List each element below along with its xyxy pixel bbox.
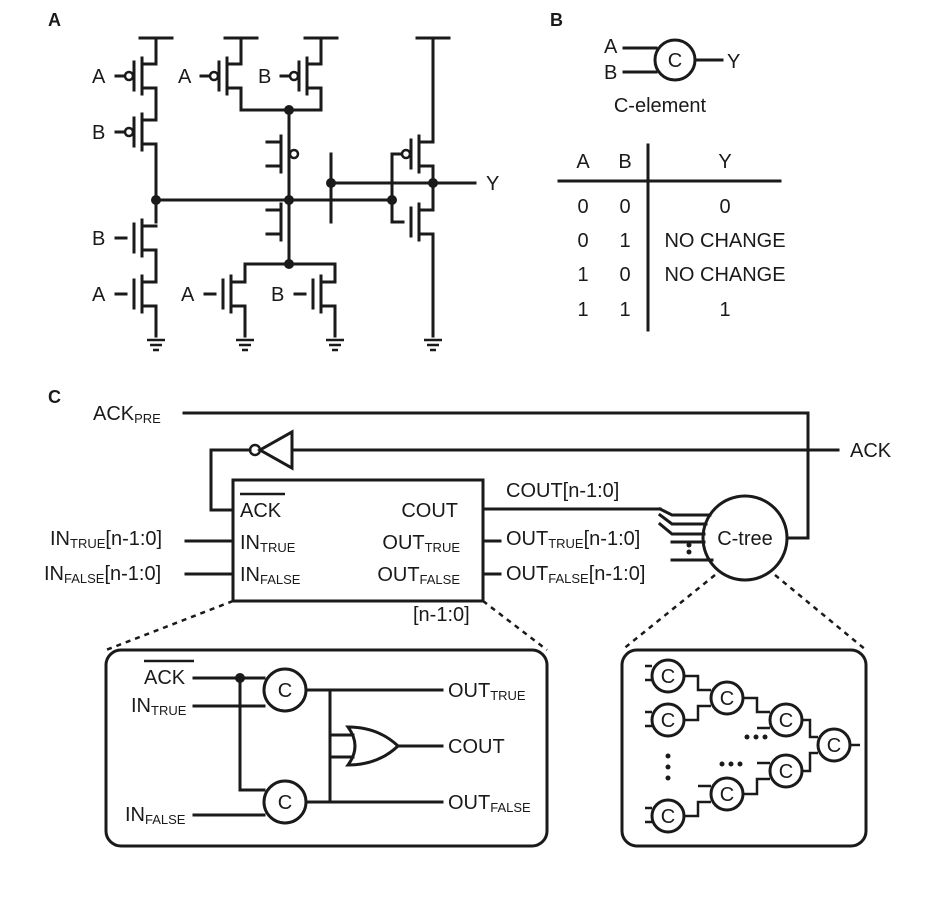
truth-table-header-y: Y bbox=[718, 151, 731, 173]
transistor-schematic: A B B A A B A B bbox=[92, 36, 499, 352]
c-element-input-a: A bbox=[604, 36, 618, 58]
in-true-bus-label: INTRUE[n-1:0] bbox=[50, 528, 162, 551]
block-diagram: ACKPRE ACK ACK COUT INTRUE OUTTRUE INFAL… bbox=[44, 403, 892, 652]
truth-table-cell: 1 bbox=[577, 264, 588, 286]
label-a-2: A bbox=[92, 284, 106, 306]
label-b-3: B bbox=[258, 66, 271, 88]
truth-table: A B Y 0 0 0 0 1 NO CHANGE 1 0 NO CHANGE … bbox=[557, 143, 786, 332]
truth-table-cell: NO CHANGE bbox=[664, 264, 785, 286]
truth-table-cell: NO CHANGE bbox=[664, 230, 785, 252]
tree-c-leaf-3: C bbox=[661, 806, 675, 828]
c-tree-label: C-tree bbox=[717, 528, 773, 550]
tree-c-leaf-1: C bbox=[661, 666, 675, 688]
out-false-bus-label: OUTFALSE[n-1:0] bbox=[506, 563, 645, 586]
block-out-false: OUTFALSE bbox=[377, 564, 460, 587]
truth-table-cell: 0 bbox=[577, 230, 588, 252]
label-a-4: A bbox=[181, 284, 195, 306]
cout-bus-label: COUT[n-1:0] bbox=[506, 480, 619, 502]
truth-table-cell: 1 bbox=[577, 299, 588, 321]
tree-c-upper-3: C bbox=[779, 710, 793, 732]
tree-c-leaf-2: C bbox=[661, 710, 675, 732]
label-a-3: A bbox=[178, 66, 192, 88]
block-in-true: INTRUE bbox=[240, 532, 296, 555]
truth-table-cell: 0 bbox=[577, 196, 588, 218]
truth-table-cell: 1 bbox=[719, 299, 730, 321]
in-false-bus-label: INFALSE[n-1:0] bbox=[44, 563, 161, 586]
block-in-false: INFALSE bbox=[240, 564, 301, 587]
c-element-input-b: B bbox=[604, 62, 617, 84]
out-true-bus-label: OUTTRUE[n-1:0] bbox=[506, 528, 640, 551]
detail-ack-bar: ACK bbox=[144, 667, 186, 689]
truth-table-header-a: A bbox=[576, 151, 590, 173]
label-a-1: A bbox=[92, 66, 106, 88]
detail-right-c-tree: C C C C C C C C bbox=[620, 648, 868, 848]
label-b-4: B bbox=[271, 284, 284, 306]
c-element-caption: C-element bbox=[614, 95, 707, 117]
truth-table-cell: 1 bbox=[619, 299, 630, 321]
block-out-true: OUTTRUE bbox=[382, 532, 460, 555]
truth-table-cell: 0 bbox=[619, 196, 630, 218]
detail-left: ACK INTRUE INFALSE C C OUTTRUE COUT OUTF… bbox=[104, 648, 549, 848]
panel-label-a: A bbox=[48, 10, 61, 30]
tree-c-mid-2: C bbox=[720, 784, 734, 806]
detail-out-false: OUTFALSE bbox=[448, 792, 531, 815]
detail-in-true: INTRUE bbox=[131, 695, 187, 718]
tree-c-mid-1: C bbox=[720, 688, 734, 710]
block-cout: COUT bbox=[401, 500, 458, 522]
detail-c-gate-bottom: C bbox=[278, 792, 292, 814]
panel-label-b: B bbox=[550, 10, 563, 30]
detail-in-false: INFALSE bbox=[125, 804, 186, 827]
detail-out-true: OUTTRUE bbox=[448, 680, 526, 703]
c-element-letter: C bbox=[668, 50, 682, 72]
detail-cout: COUT bbox=[448, 736, 505, 758]
label-b-2: B bbox=[92, 228, 105, 250]
panel-label-c: C bbox=[48, 387, 61, 407]
truth-table-cell: 1 bbox=[619, 230, 630, 252]
ack-label: ACK bbox=[850, 440, 892, 462]
c-element-output-y: Y bbox=[727, 51, 740, 73]
truth-table-cell: 0 bbox=[619, 264, 630, 286]
block-range: [n-1:0] bbox=[413, 604, 470, 626]
label-b-1: B bbox=[92, 122, 105, 144]
tree-c-lower-3: C bbox=[779, 761, 793, 783]
detail-c-gate-top: C bbox=[278, 680, 292, 702]
truth-table-header-b: B bbox=[618, 151, 631, 173]
tree-c-root: C bbox=[827, 735, 841, 757]
c-element-symbol: C A B Y C-element bbox=[604, 36, 740, 117]
block-ack-bar: ACK bbox=[240, 500, 282, 522]
truth-table-cell: 0 bbox=[719, 196, 730, 218]
label-y: Y bbox=[486, 173, 499, 195]
ack-pre-label: ACKPRE bbox=[93, 403, 161, 426]
